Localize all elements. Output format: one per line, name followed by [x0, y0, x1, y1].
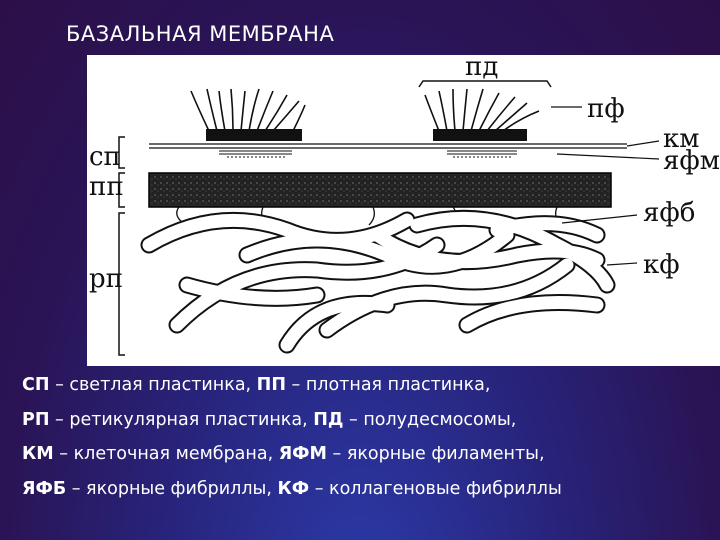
cell-membrane [149, 143, 627, 149]
legend-text: – клеточная мембрана, [53, 444, 279, 464]
label-kf: кф [643, 250, 680, 280]
legend-abbr: РП [22, 409, 50, 430]
legend-line: ЯФБ – якорные фибриллы, КФ – коллагеновы… [22, 472, 712, 507]
basement-membrane-diagram: пд пф км яфм яфб кф сп пп рп [87, 55, 720, 366]
collagen-fibrils [140, 209, 616, 354]
pointer-lines [551, 106, 660, 266]
legend-text: – ретикулярная пластинка, [49, 409, 314, 430]
left-brackets [118, 136, 125, 356]
legend-abbr: СП [22, 375, 50, 395]
legend-text: – плотная пластинка, [285, 375, 491, 395]
legend-line: КМ – клеточная мембрана, ЯФМ – якорные ф… [22, 437, 712, 472]
lamina-densa-texture [151, 175, 609, 205]
label-sp: сп [89, 142, 121, 172]
legend-abbr: КФ [277, 478, 310, 499]
hemidesmosome-right [418, 80, 552, 158]
legend-text: – якорные фибриллы, [66, 478, 278, 499]
bracket-pp [118, 172, 125, 208]
legend-abbr: ЯФБ [22, 478, 67, 499]
label-yafm: яфм [663, 146, 720, 176]
legend-abbr: КМ [22, 444, 54, 464]
legend-abbr: ПП [256, 375, 286, 395]
legend-abbr: ЯФМ [278, 444, 327, 464]
label-rp: рп [89, 264, 123, 294]
label-pp: пп [89, 172, 124, 202]
legend-line: РП – ретикулярная пластинка, ПД – полуде… [22, 403, 712, 438]
legend-text: – светлая пластинка, [49, 375, 257, 395]
bracket-rp [118, 212, 125, 356]
legend: СП – светлая пластинка, ПП – плотная пла… [22, 368, 712, 506]
label-pd: пд [465, 55, 498, 82]
legend-text: – якорные филаменты, [326, 444, 545, 464]
label-yafb: яфб [643, 198, 695, 228]
diagram-svg: пд пф км яфм яфб кф сп пп рп [89, 55, 720, 356]
slide-title: БАЗАЛЬНАЯ МЕМБРАНА [66, 22, 335, 46]
label-km: км [663, 124, 699, 154]
legend-abbr: ПД [313, 409, 344, 430]
hemidesmosome-left [190, 88, 306, 158]
label-pf: пф [587, 94, 625, 124]
legend-text: – коллагеновые фибриллы [309, 478, 562, 499]
legend-text: – полудесмосомы, [343, 409, 517, 430]
bracket-sp [118, 136, 125, 169]
legend-line: СП – светлая пластинка, ПП – плотная пла… [22, 368, 712, 403]
